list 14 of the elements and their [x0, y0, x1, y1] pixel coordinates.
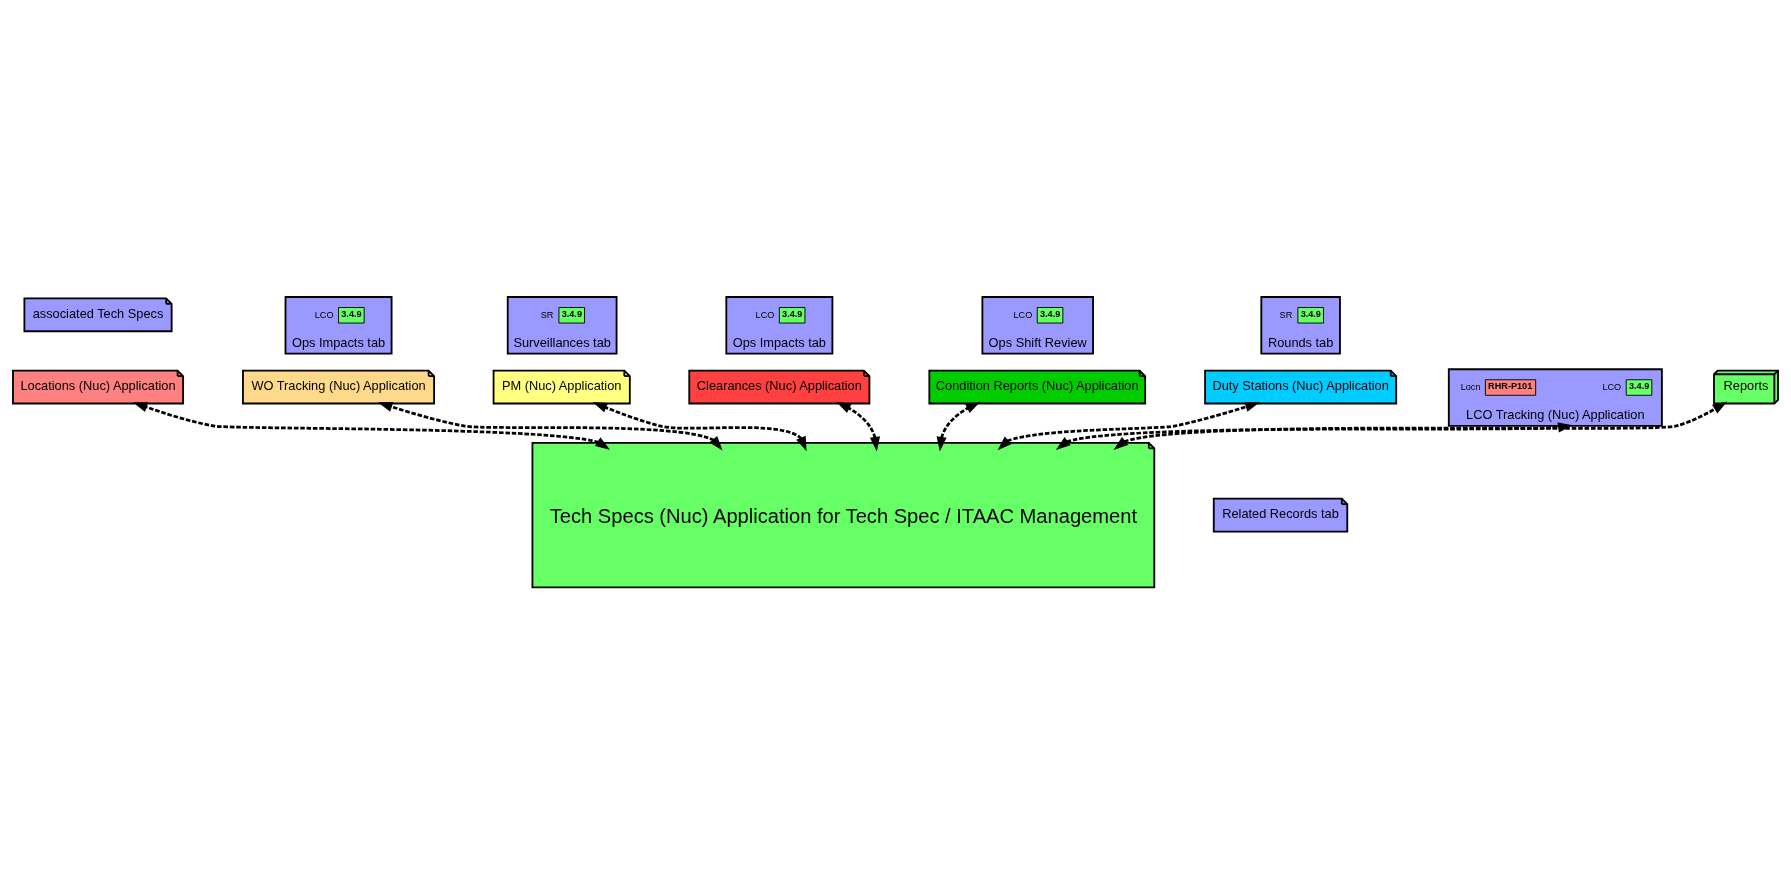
- node-label: SR: [540, 309, 554, 320]
- arrow: [592, 401, 807, 451]
- node-label: Locn: [1460, 381, 1481, 392]
- node-label: LCO: [1013, 309, 1033, 320]
- arrow: [377, 401, 723, 451]
- arrow: [132, 401, 610, 450]
- node-label: SR: [1279, 309, 1293, 320]
- node-label: LCO: [1602, 381, 1622, 392]
- arrow: [997, 401, 1260, 450]
- arrow: [936, 401, 981, 452]
- arrow: [836, 401, 881, 452]
- node-label: LCO: [314, 309, 334, 320]
- arrow: [1113, 401, 1728, 450]
- node-label: LCO: [755, 309, 775, 320]
